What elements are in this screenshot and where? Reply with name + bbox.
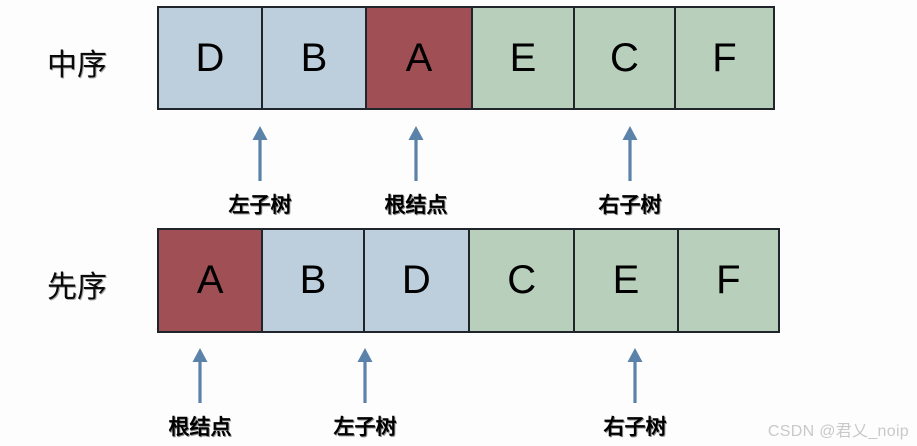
annotation-arrow-preorder-1: [356, 348, 374, 403]
row-label-inorder: 中序: [47, 49, 107, 82]
csdn-watermark: CSDN @君乂_noip: [767, 423, 909, 440]
cell-preorder-B: B: [263, 230, 365, 331]
annotation-arrow-preorder-2: [626, 348, 644, 403]
annotation-arrow-inorder-0: [251, 126, 269, 181]
annotation-label-preorder-1: 左子树: [333, 416, 397, 439]
annotation-arrow-inorder-2: [621, 126, 639, 181]
cell-inorder-C: C: [575, 8, 676, 108]
cell-preorder-E: E: [575, 230, 679, 331]
cell-inorder-E: E: [473, 8, 575, 108]
cell-inorder-D: D: [159, 8, 263, 108]
annotation-arrow-inorder-1: [407, 126, 425, 181]
annotation-label-inorder-1: 根结点: [384, 194, 448, 217]
annotation-arrow-preorder-0: [191, 348, 209, 403]
row-label-preorder: 先序: [47, 271, 107, 304]
annotation-label-preorder-0: 根结点: [168, 416, 232, 439]
annotation-label-inorder-2: 右子树: [598, 194, 662, 217]
cell-inorder-A: A: [367, 8, 473, 108]
cell-preorder-A: A: [159, 230, 264, 331]
cell-inorder-B: B: [263, 8, 367, 108]
cell-preorder-C: C: [470, 230, 576, 331]
cell-inorder-F: F: [676, 8, 773, 108]
annotation-label-inorder-0: 左子树: [228, 194, 292, 217]
annotation-label-preorder-2: 右子树: [603, 416, 667, 439]
cell-preorder-D: D: [364, 230, 470, 331]
cell-preorder-F: F: [678, 230, 778, 331]
